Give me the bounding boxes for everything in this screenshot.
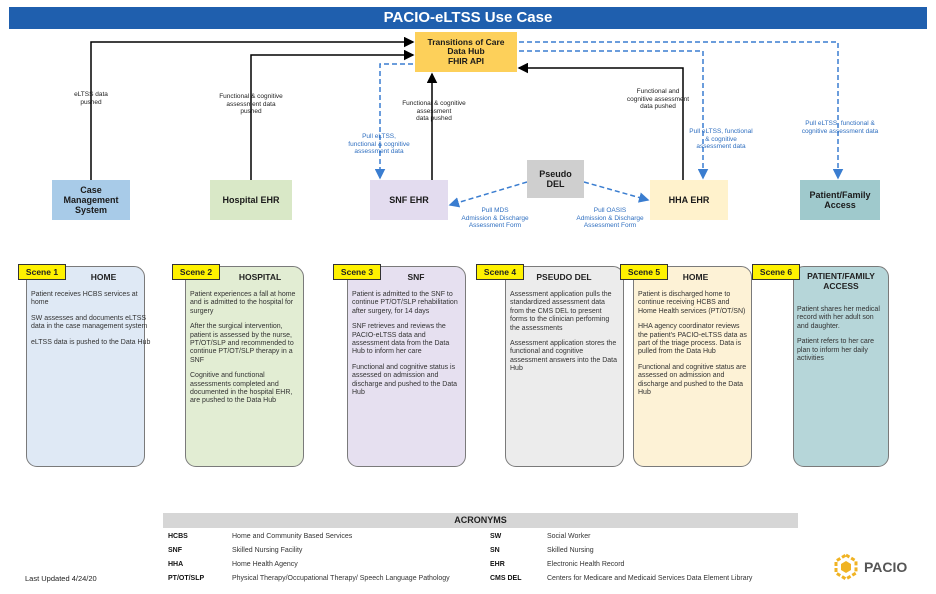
arrow-hub-to-hha [519,50,709,180]
hub-line-2: Data Hub [447,46,485,57]
scene-3-panel [347,266,466,467]
acronym-full: Centers for Medicare and Medicaid Servic… [547,575,753,582]
arrow-hha-to-hub [517,62,684,180]
hospital-ehr-node: Hospital EHR [210,180,292,220]
hha-ehr-node: HHA EHR [650,180,728,220]
arrow-del-to-hha [583,181,650,203]
scene-4-tag: Scene 4 [476,264,524,280]
arrow-case-to-hub [90,36,415,180]
acronym-abbr: CMS DEL [490,575,522,582]
scene-2-tag: Scene 2 [172,264,220,280]
acronym-abbr: PT/OT/SLP [168,575,205,582]
case-management-node: Case Management System [52,180,130,220]
acronym-full: Skilled Nursing [547,547,594,554]
label-patient-pull: Pull eLTSS, functional &cognitive assess… [801,120,879,135]
acronym-full: Social Worker [547,533,591,540]
scene-4-body: Assessment application pulls the standar… [510,291,617,373]
arrow-hub-to-snf [374,63,413,180]
acronym-abbr: SN [490,547,500,554]
scene-4-title: PSEUDO DEL [536,272,592,282]
scene-2-body: Patient experiences a fall at home and i… [190,291,296,405]
hub-line-3: FHIR API [447,55,485,66]
pseudo-del-line-1: Pseudo [539,169,572,179]
scene-2-title: HOSPITAL [238,272,282,282]
acronym-full: Home and Community Based Services [232,533,353,540]
pacio-logo: PACIO [832,553,907,581]
acronym-full: Skilled Nursing Facility [232,547,303,554]
patient-access-line-1: Patient/Family [809,190,871,200]
scene-5-title: HOME [682,272,709,282]
scene-5-body: Patient is discharged home to continue r… [638,291,747,397]
acronym-abbr: SNF [168,547,182,554]
snf-ehr-node: SNF EHR [370,180,448,220]
case-mgmt-line-3: System [74,205,107,215]
hub-line-1: Transitions of Care [427,36,505,47]
arrow-hub-to-patient [519,41,844,180]
scene-1-panel [26,266,145,467]
scene-3-title: SNF [407,272,425,282]
scene-1-title: HOME [90,272,117,282]
case-mgmt-line-1: Case [80,185,102,195]
acronym-abbr: SW [490,533,502,540]
acronym-full: Physical Therapy/Occupational Therapy/ S… [232,575,450,582]
scene-6-panel [793,266,889,467]
patient-access-line-2: Access [824,200,856,210]
scene-2-panel [185,266,304,467]
scene-4-panel [505,266,624,467]
acronym-full: Electronic Health Record [547,561,625,568]
acronym-abbr: HCBS [168,533,188,540]
data-hub-node: Transitions of Care Data Hub FHIR API [415,32,517,72]
scene-1-tag: Scene 1 [18,264,66,280]
pacio-logo-icon [834,553,858,581]
arrow-hospital-to-hub [250,49,415,180]
scene-3-tag: Scene 3 [333,264,381,280]
patient-access-node: Patient/Family Access [800,180,880,220]
logo-text: PACIO [864,559,908,575]
scene-5-tag: Scene 5 [620,264,668,280]
last-updated: Last Updated 4/24/20 [25,574,97,583]
acronyms-heading: ACRONYMS [163,513,798,528]
flow-arrows [90,36,844,208]
acronym-abbr: EHR [490,561,505,568]
acronym-abbr: HHA [168,561,184,568]
scene-3-body: Patient is admitted to the SNF to contin… [352,291,458,397]
case-mgmt-line-2: Management [63,195,119,205]
scene-5-panel [633,266,752,467]
page-title: PACIO-eLTSS Use Case [9,7,927,29]
pseudo-del-line-2: DEL [546,179,565,189]
scene-6-body: Patient shares her medical record with h… [797,306,880,363]
acronym-full: Home Health Agency [232,561,298,568]
scene-6-tag: Scene 6 [752,264,800,280]
arrow-del-to-snf [448,181,528,208]
pseudo-del-node: Pseudo DEL [527,160,584,198]
